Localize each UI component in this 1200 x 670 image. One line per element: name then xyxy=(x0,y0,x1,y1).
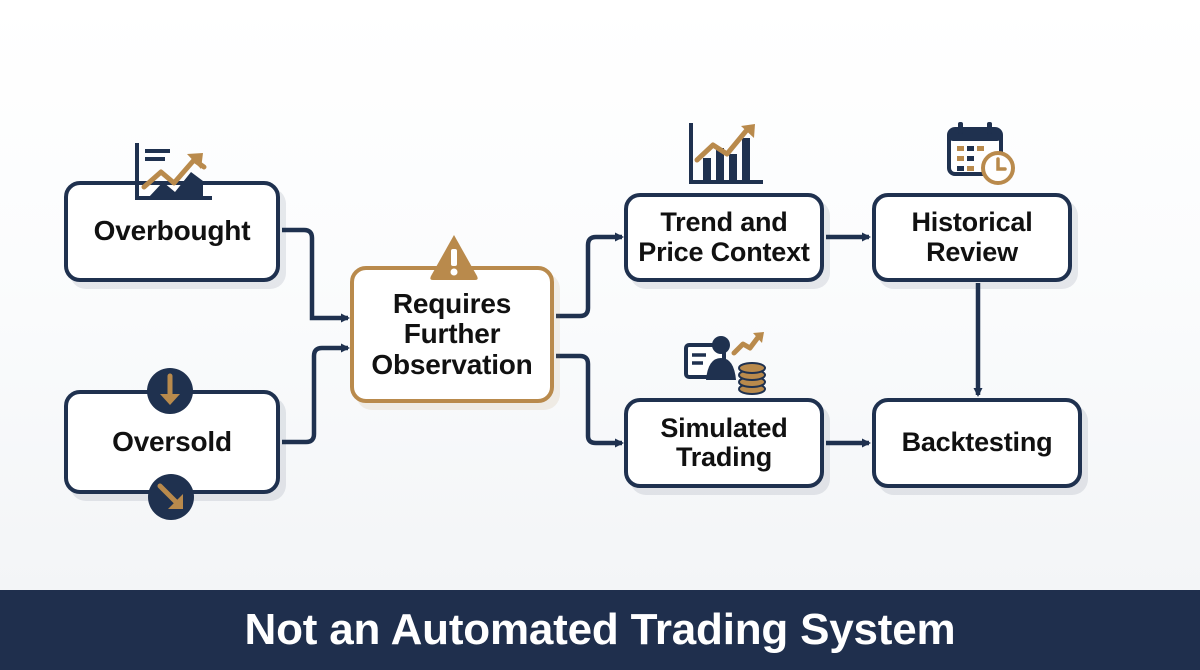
trend-and-price-context-node: Trend and Price Context xyxy=(624,193,824,282)
simulated-trading-node: Simulated Trading xyxy=(624,398,824,488)
bar-chart-icon xyxy=(685,120,765,190)
simulated-trading-label: Simulated Trading xyxy=(660,412,788,472)
connector-requires-to-trend xyxy=(556,232,624,319)
historical-review-node: Historical Review xyxy=(872,193,1072,282)
down-arrow-icon xyxy=(145,366,195,416)
connector-overbought-to-requires xyxy=(282,227,350,323)
requires-further-observation-node: Requires Further Observation xyxy=(350,266,554,403)
historical-review-label: Historical Review xyxy=(911,207,1033,267)
connector-requires-to-simulated xyxy=(556,353,624,448)
requires-further-observation-label: Requires Further Observation xyxy=(371,288,533,380)
footer-disclaimer: Not an Automated Trading System xyxy=(244,605,956,654)
connector-oversold-to-requires xyxy=(282,343,350,445)
trend-and-price-context-label: Trend and Price Context xyxy=(638,207,810,267)
flow-connectors xyxy=(282,227,983,448)
diagram-canvas: Overbought Oversold Requires Further Obs… xyxy=(0,0,1200,590)
trader-icon xyxy=(682,328,768,396)
overbought-label: Overbought xyxy=(93,215,251,247)
footer-banner: Not an Automated Trading System xyxy=(0,590,1200,670)
backtesting-label: Backtesting xyxy=(901,427,1053,458)
warning-icon xyxy=(428,232,480,284)
rising-chart-icon xyxy=(132,138,214,210)
oversold-label: Oversold xyxy=(112,425,232,457)
calendar-clock-icon xyxy=(944,118,1020,192)
diagonal-down-arrow-icon xyxy=(146,472,196,522)
backtesting-node: Backtesting xyxy=(872,398,1082,488)
